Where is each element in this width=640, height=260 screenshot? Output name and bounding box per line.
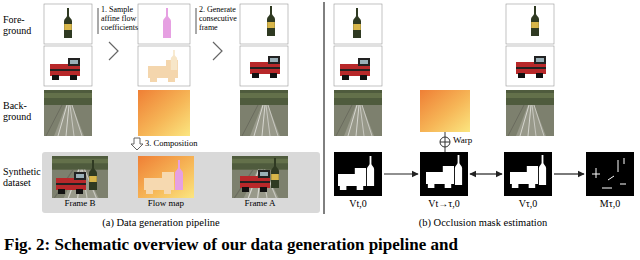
frame-label: Frame A: [225, 199, 295, 209]
arrow-connector: [554, 173, 584, 174]
mask-label: Vt,0: [334, 198, 382, 209]
operation-label: Warp: [453, 136, 497, 146]
frame-label: Frame B: [45, 199, 115, 209]
mask-image: Vt,0: [334, 152, 382, 212]
step-label: 3. Composition: [145, 139, 245, 148]
step-label: 2. Generate consecutive frame: [199, 6, 239, 32]
subfigure-label: (a) Data generation pipeline: [0, 217, 322, 229]
mask-image: Vt→τ,0: [420, 152, 468, 212]
arrow-connector: [470, 173, 502, 174]
mask-image: Vτ,0: [504, 152, 552, 212]
arrow-connector: [384, 173, 418, 174]
row-label: Fore- ground: [3, 14, 39, 36]
row-label: Back- ground: [3, 100, 39, 122]
mask-label: Vτ,0: [504, 198, 552, 209]
step-label: 1. Sample affine flow coefficients: [101, 6, 137, 32]
row-label: Synthetic dataset: [3, 166, 41, 188]
mask-label: Mτ,0: [586, 198, 634, 209]
frame-label: Flow map: [131, 199, 201, 209]
subfigure-label: (b) Occlusion mask estimation: [326, 217, 640, 229]
mask-image: Mτ,0: [586, 152, 634, 212]
mask-label: Vt→τ,0: [420, 198, 468, 209]
figure-caption: Fig. 2: Schematic overview of our data g…: [4, 236, 458, 255]
